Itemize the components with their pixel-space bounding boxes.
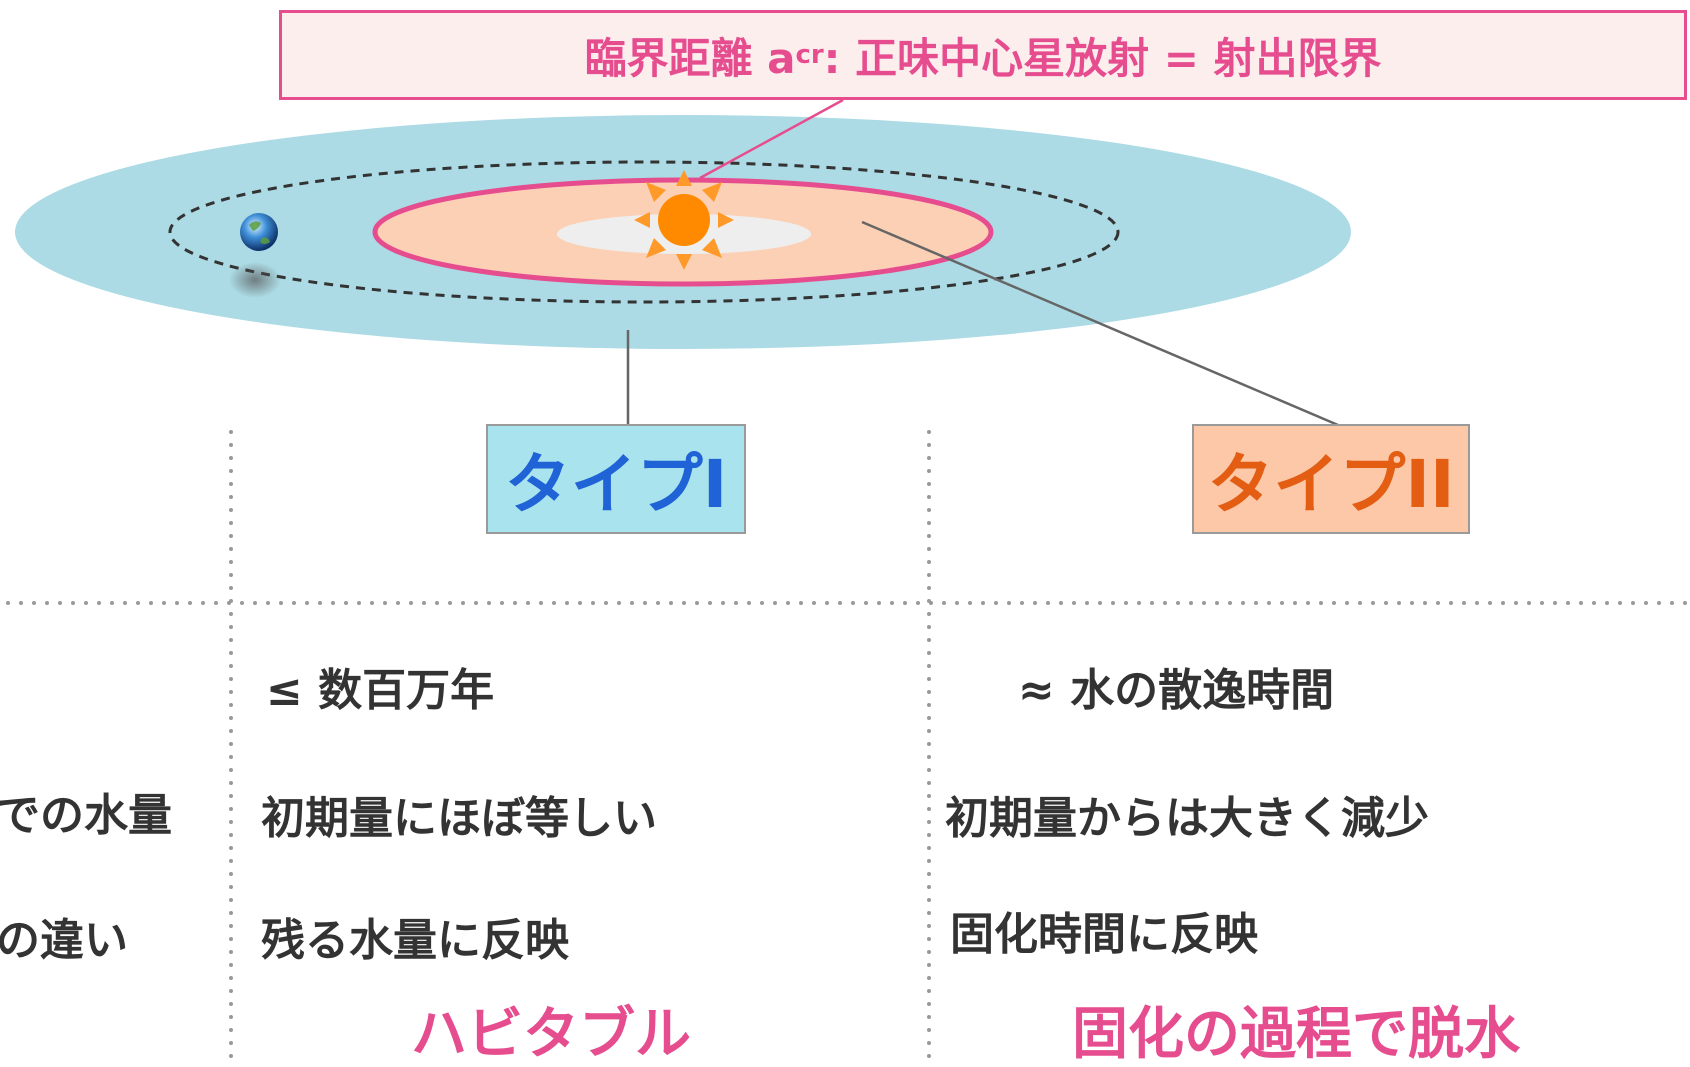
type1-timescale: ≤ 数百万年 <box>266 665 495 716</box>
row-label-difference: の違い <box>0 915 128 966</box>
callout-subscript: cr <box>795 40 824 70</box>
type1-water-amount: 初期量にほぼ等しい <box>261 793 657 844</box>
type1-label: タイプI <box>486 424 746 534</box>
type1-difference: 残る水量に反映 <box>261 915 569 966</box>
callout-suffix: : 正味中心星放射 = 射出限界 <box>823 33 1382 83</box>
sun-icon <box>634 170 734 270</box>
type2-difference: 固化時間に反映 <box>950 909 1258 960</box>
planet-orbit <box>168 160 1120 304</box>
callout-prefix: 臨界距離 a <box>584 33 796 83</box>
row-label-water-amount: での水量 <box>0 790 172 841</box>
type2-water-amount: 初期量からは大きく減少 <box>945 793 1429 844</box>
earth-icon <box>240 213 278 251</box>
type2-leader-line <box>861 220 1346 430</box>
earth-shadow <box>229 262 281 298</box>
type2-conclusion: 固化の過程で脱水 <box>1072 1002 1520 1067</box>
type2-timescale: ≈ 水の散逸時間 <box>1018 665 1335 716</box>
type2-label: タイプII <box>1192 424 1470 534</box>
callout-leader-line <box>699 98 844 180</box>
type1-conclusion: ハビタブル <box>411 1002 691 1067</box>
